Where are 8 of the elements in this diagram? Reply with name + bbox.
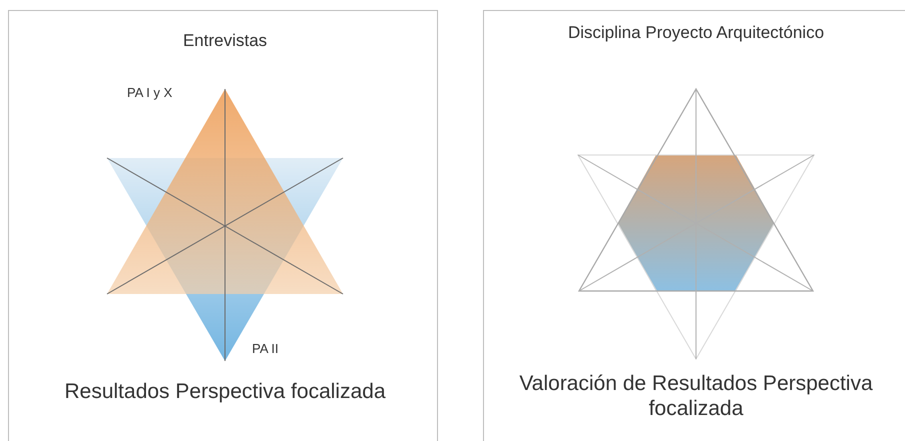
panel-heading: Disciplina Proyecto Arquitectónico — [566, 23, 826, 44]
panel-caption: Resultados Perspectiva focalizada — [63, 379, 386, 404]
panel-caption: Valoración de Resultados Perspectiva focalizada — [518, 371, 874, 422]
panel — [483, 10, 905, 441]
panel — [8, 10, 438, 441]
vertex-label: PA I y X — [127, 85, 172, 101]
vertex-label: PA II — [252, 341, 278, 357]
panel-heading: Entrevistas — [182, 31, 268, 52]
